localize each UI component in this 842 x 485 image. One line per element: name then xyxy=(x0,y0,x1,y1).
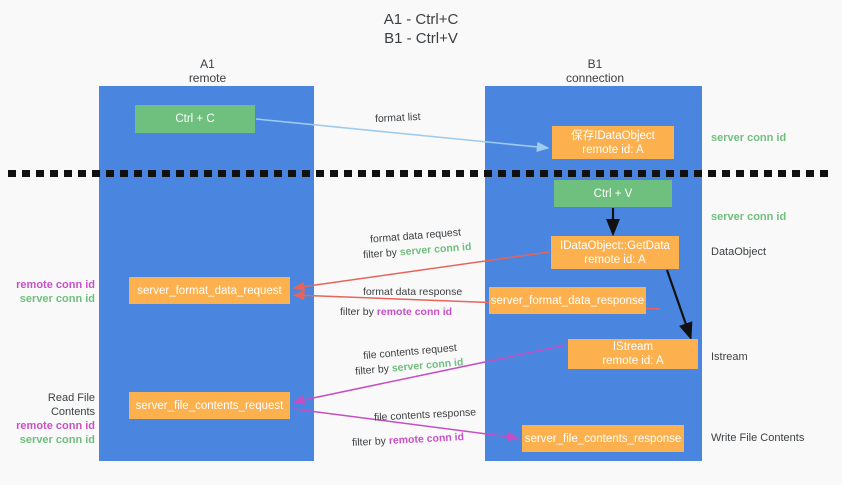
filter-by-text: filter by xyxy=(362,246,398,262)
node-save-idataobject[interactable]: 保存IDataObject remote id: A xyxy=(552,126,674,159)
filter-by-text: filter by xyxy=(340,306,374,318)
label-conn-ids-file: Read File Contents remote conn id server… xyxy=(10,391,95,447)
page-title: A1 - Ctrl+C B1 - Ctrl+V xyxy=(383,11,459,47)
phase-divider xyxy=(8,170,834,177)
node-ctrl-c[interactable]: Ctrl + C xyxy=(135,105,255,133)
label-server-conn-id-mid: server conn id xyxy=(711,211,787,223)
edge-label-filter-remote-conn-2: filter by remote conn id xyxy=(352,430,465,450)
remote-conn-id-text: remote conn id xyxy=(388,431,465,447)
label-write-file-contents: Write File Contents xyxy=(711,432,805,444)
node-server-format-data-request[interactable]: server_format_data_request xyxy=(129,277,290,304)
column-header-b1: B1 connection xyxy=(565,57,625,85)
node-istream[interactable]: IStream remote id: A xyxy=(568,339,698,369)
label-server-conn-id-2: server conn id xyxy=(19,434,95,446)
filter-by-text: filter by xyxy=(351,435,387,449)
label-remote-conn-id-1: remote conn id xyxy=(16,279,95,291)
edge-label-format-list: format list xyxy=(374,110,421,126)
edge-label-filter-remote-conn-1: filter by remote conn id xyxy=(340,305,452,319)
edge-label-format-data-response: format data response xyxy=(363,286,463,298)
label-read-file-contents: Read File Contents xyxy=(47,392,95,418)
column-header-a1: A1 remote xyxy=(188,57,227,85)
edge-label-file-contents-response: file contents response xyxy=(373,406,477,424)
label-istream: Istream xyxy=(711,351,748,363)
node-idataobject-getdata[interactable]: IDataObject::GetData remote id: A xyxy=(551,236,679,269)
filter-by-text: filter by xyxy=(354,362,390,378)
node-server-file-contents-request[interactable]: server_file_contents_request xyxy=(129,392,290,419)
node-ctrl-v[interactable]: Ctrl + V xyxy=(554,180,672,207)
remote-conn-id-text: remote conn id xyxy=(376,306,453,318)
label-server-conn-id-top: server conn id xyxy=(711,132,787,144)
label-conn-ids-format: remote conn id server conn id xyxy=(10,278,95,306)
label-server-conn-id-1: server conn id xyxy=(19,293,95,305)
label-dataobject: DataObject xyxy=(711,246,767,258)
label-remote-conn-id-2: remote conn id xyxy=(16,420,95,432)
node-server-file-contents-response[interactable]: server_file_contents_response xyxy=(522,425,684,452)
node-server-format-data-response[interactable]: server_format_data_response xyxy=(489,287,646,314)
